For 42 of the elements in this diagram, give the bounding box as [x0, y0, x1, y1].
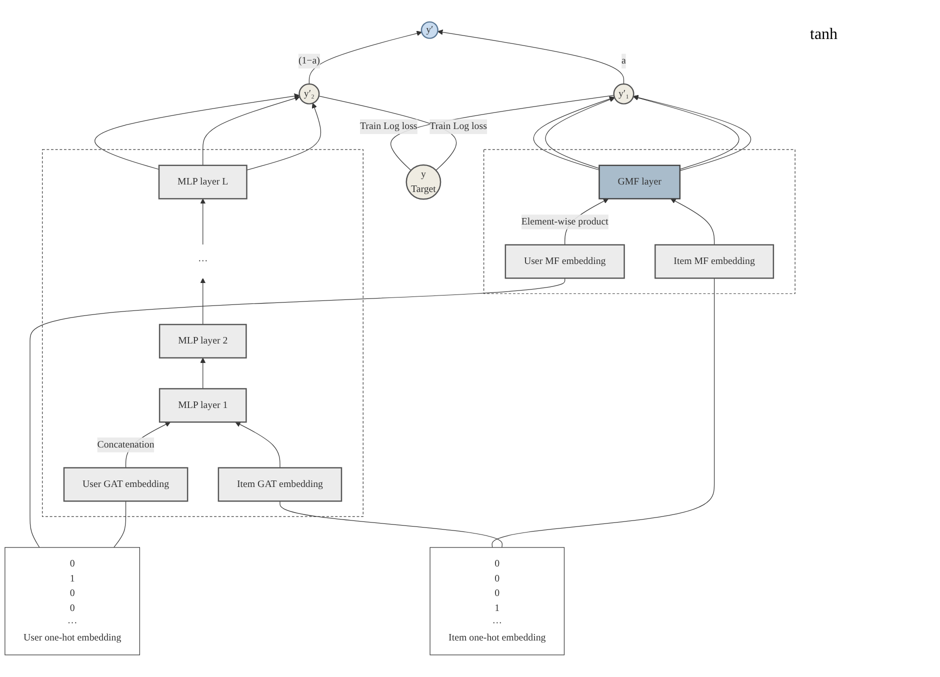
- node-box: 0 1 0 0 ··· User one-hot embedding: [4, 547, 140, 656]
- arrow: [200, 278, 206, 325]
- node-box: MLP layer 1: [158, 388, 247, 423]
- arrow: [94, 94, 300, 170]
- node-circle: y′: [420, 21, 438, 39]
- node-box: User MF embedding: [504, 244, 625, 279]
- node-box: Item GAT embedding: [218, 467, 342, 502]
- cluster: [42, 149, 364, 517]
- edge-label: (1−a): [298, 56, 320, 66]
- arrow: [246, 103, 322, 170]
- arrow: [235, 422, 280, 468]
- node-circle: y′₁: [613, 83, 634, 105]
- edge-label: Element-wise product: [521, 216, 608, 228]
- edge-label: Train Log loss: [360, 121, 418, 132]
- arrow: [308, 30, 422, 84]
- connector: [114, 500, 126, 548]
- node-box: User GAT embedding: [63, 467, 188, 502]
- edge-label: a: [622, 56, 626, 66]
- arrow: [200, 198, 206, 246]
- edge-label: Concatenation: [97, 439, 154, 450]
- arrow: [200, 358, 206, 390]
- arrow: [202, 96, 300, 166]
- arrow: [545, 97, 615, 169]
- connector: [30, 278, 566, 548]
- arrow: [670, 198, 715, 246]
- node-box: MLP layer 2: [158, 324, 247, 359]
- arrow: [437, 30, 624, 84]
- node-circle: y Target: [406, 164, 442, 200]
- arrow: [533, 96, 615, 170]
- node-box: GMF layer: [598, 164, 681, 200]
- cluster: [484, 149, 796, 294]
- node-circle: y′₂: [298, 83, 320, 105]
- node-box: 0 0 0 1 ··· Item one-hot embedding: [430, 547, 565, 656]
- connector: [390, 95, 614, 171]
- connector: [318, 96, 457, 171]
- node-box: Item MF embedding: [654, 244, 774, 279]
- connector: [492, 278, 715, 548]
- node-text: ···: [198, 256, 208, 267]
- node-box: MLP layer L: [158, 164, 248, 200]
- note-text: tanh: [810, 26, 839, 44]
- connector: [280, 500, 502, 548]
- edge-label: Train Log loss: [430, 121, 487, 132]
